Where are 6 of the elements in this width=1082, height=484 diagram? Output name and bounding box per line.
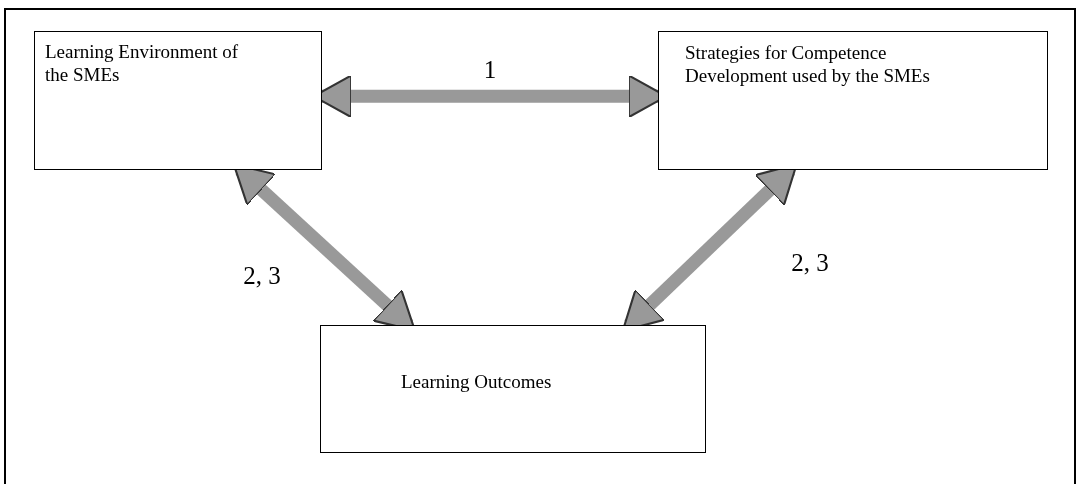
box-label: Strategies for Competence Development used by the SMEs: [685, 41, 931, 87]
box-label: Learning Outcomes: [401, 370, 552, 393]
process-box: [320, 325, 706, 453]
process-box: [658, 31, 1048, 170]
box-label: Learning Environment of the SMEs: [45, 40, 240, 86]
process-box: [34, 31, 322, 170]
